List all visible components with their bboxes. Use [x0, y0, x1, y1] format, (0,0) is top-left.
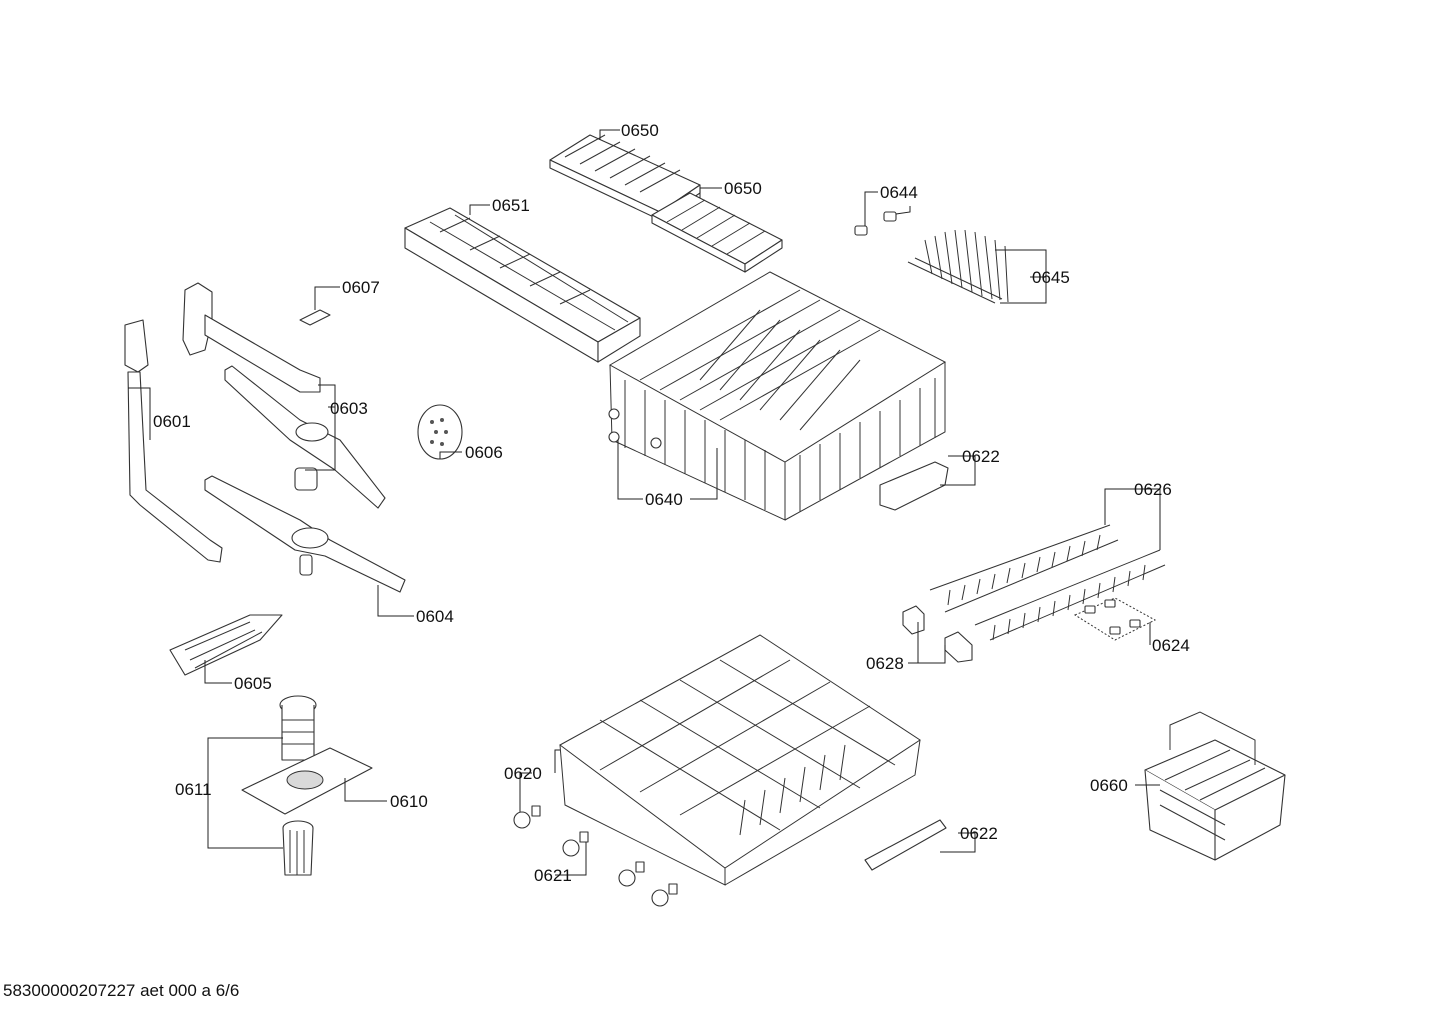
part-0604-lower-spray-arm: [204, 475, 406, 593]
callout-0651[interactable]: 0651: [492, 196, 530, 215]
part-0650-insert-second: [651, 192, 783, 273]
part-0640-upper-basket: [608, 271, 947, 521]
callout-0620[interactable]: 0620: [504, 764, 542, 783]
callout-0645[interactable]: 0645: [1032, 268, 1070, 287]
part-0624-fastening-set: [1073, 597, 1157, 641]
part-0628-tine-holders: [902, 605, 973, 663]
callout-0611[interactable]: 0611: [175, 780, 212, 799]
part-0611-filter-combination: [279, 695, 317, 876]
part-0610-fine-filter: [241, 747, 373, 815]
callout-0610[interactable]: 0610: [390, 792, 428, 811]
callout-0660[interactable]: 0660: [1090, 776, 1128, 795]
part-0605-micro-filter: [169, 614, 283, 676]
callout-0622-upper[interactable]: 0622: [962, 447, 1000, 466]
part-0622-handle-upper: [879, 461, 949, 511]
part-0626-tine-rows: [929, 524, 1166, 641]
part-0601-supply-pipe: [124, 319, 223, 563]
callout-0624[interactable]: 0624: [1152, 636, 1190, 655]
callout-0626[interactable]: 0626: [1134, 480, 1172, 499]
part-0645-cup-rack: [907, 229, 1009, 304]
callout-0644[interactable]: 0644: [880, 183, 918, 202]
callout-0603[interactable]: 0603: [330, 399, 368, 418]
callout-0604[interactable]: 0604: [416, 607, 454, 626]
part-0622-handle-lower: [864, 819, 947, 871]
part-0660-cutlery-basket: [1144, 711, 1286, 861]
callout-0605[interactable]: 0605: [234, 674, 272, 693]
part-0644-holders: [854, 211, 897, 236]
part-0620-0621-wheels: [513, 805, 678, 907]
callout-0650-top[interactable]: 0650: [621, 121, 659, 140]
part-0651-cutlery-drawer: [404, 207, 641, 363]
callout-labels: 0650 0650 0651 0644 0645 0607 0601 0603 …: [153, 121, 1190, 885]
part-0607-clip: [299, 309, 331, 326]
callout-0622-lower[interactable]: 0622: [960, 824, 998, 843]
part-0603-upper-spray-arm: [182, 282, 386, 509]
part-0606-spray-head: [417, 404, 463, 460]
callout-0628[interactable]: 0628: [866, 654, 904, 673]
part-lower-basket: [559, 634, 921, 886]
callout-0601[interactable]: 0601: [153, 412, 191, 431]
callout-0640[interactable]: 0640: [645, 490, 683, 509]
leader-lines: [128, 129, 1161, 876]
callout-0606[interactable]: 0606: [465, 443, 503, 462]
document-footer-id: 58300000207227 aet 000 a 6/6: [3, 981, 240, 1000]
callout-0607[interactable]: 0607: [342, 278, 380, 297]
callout-0621[interactable]: 0621: [534, 866, 572, 885]
callout-0650-second[interactable]: 0650: [724, 179, 762, 198]
